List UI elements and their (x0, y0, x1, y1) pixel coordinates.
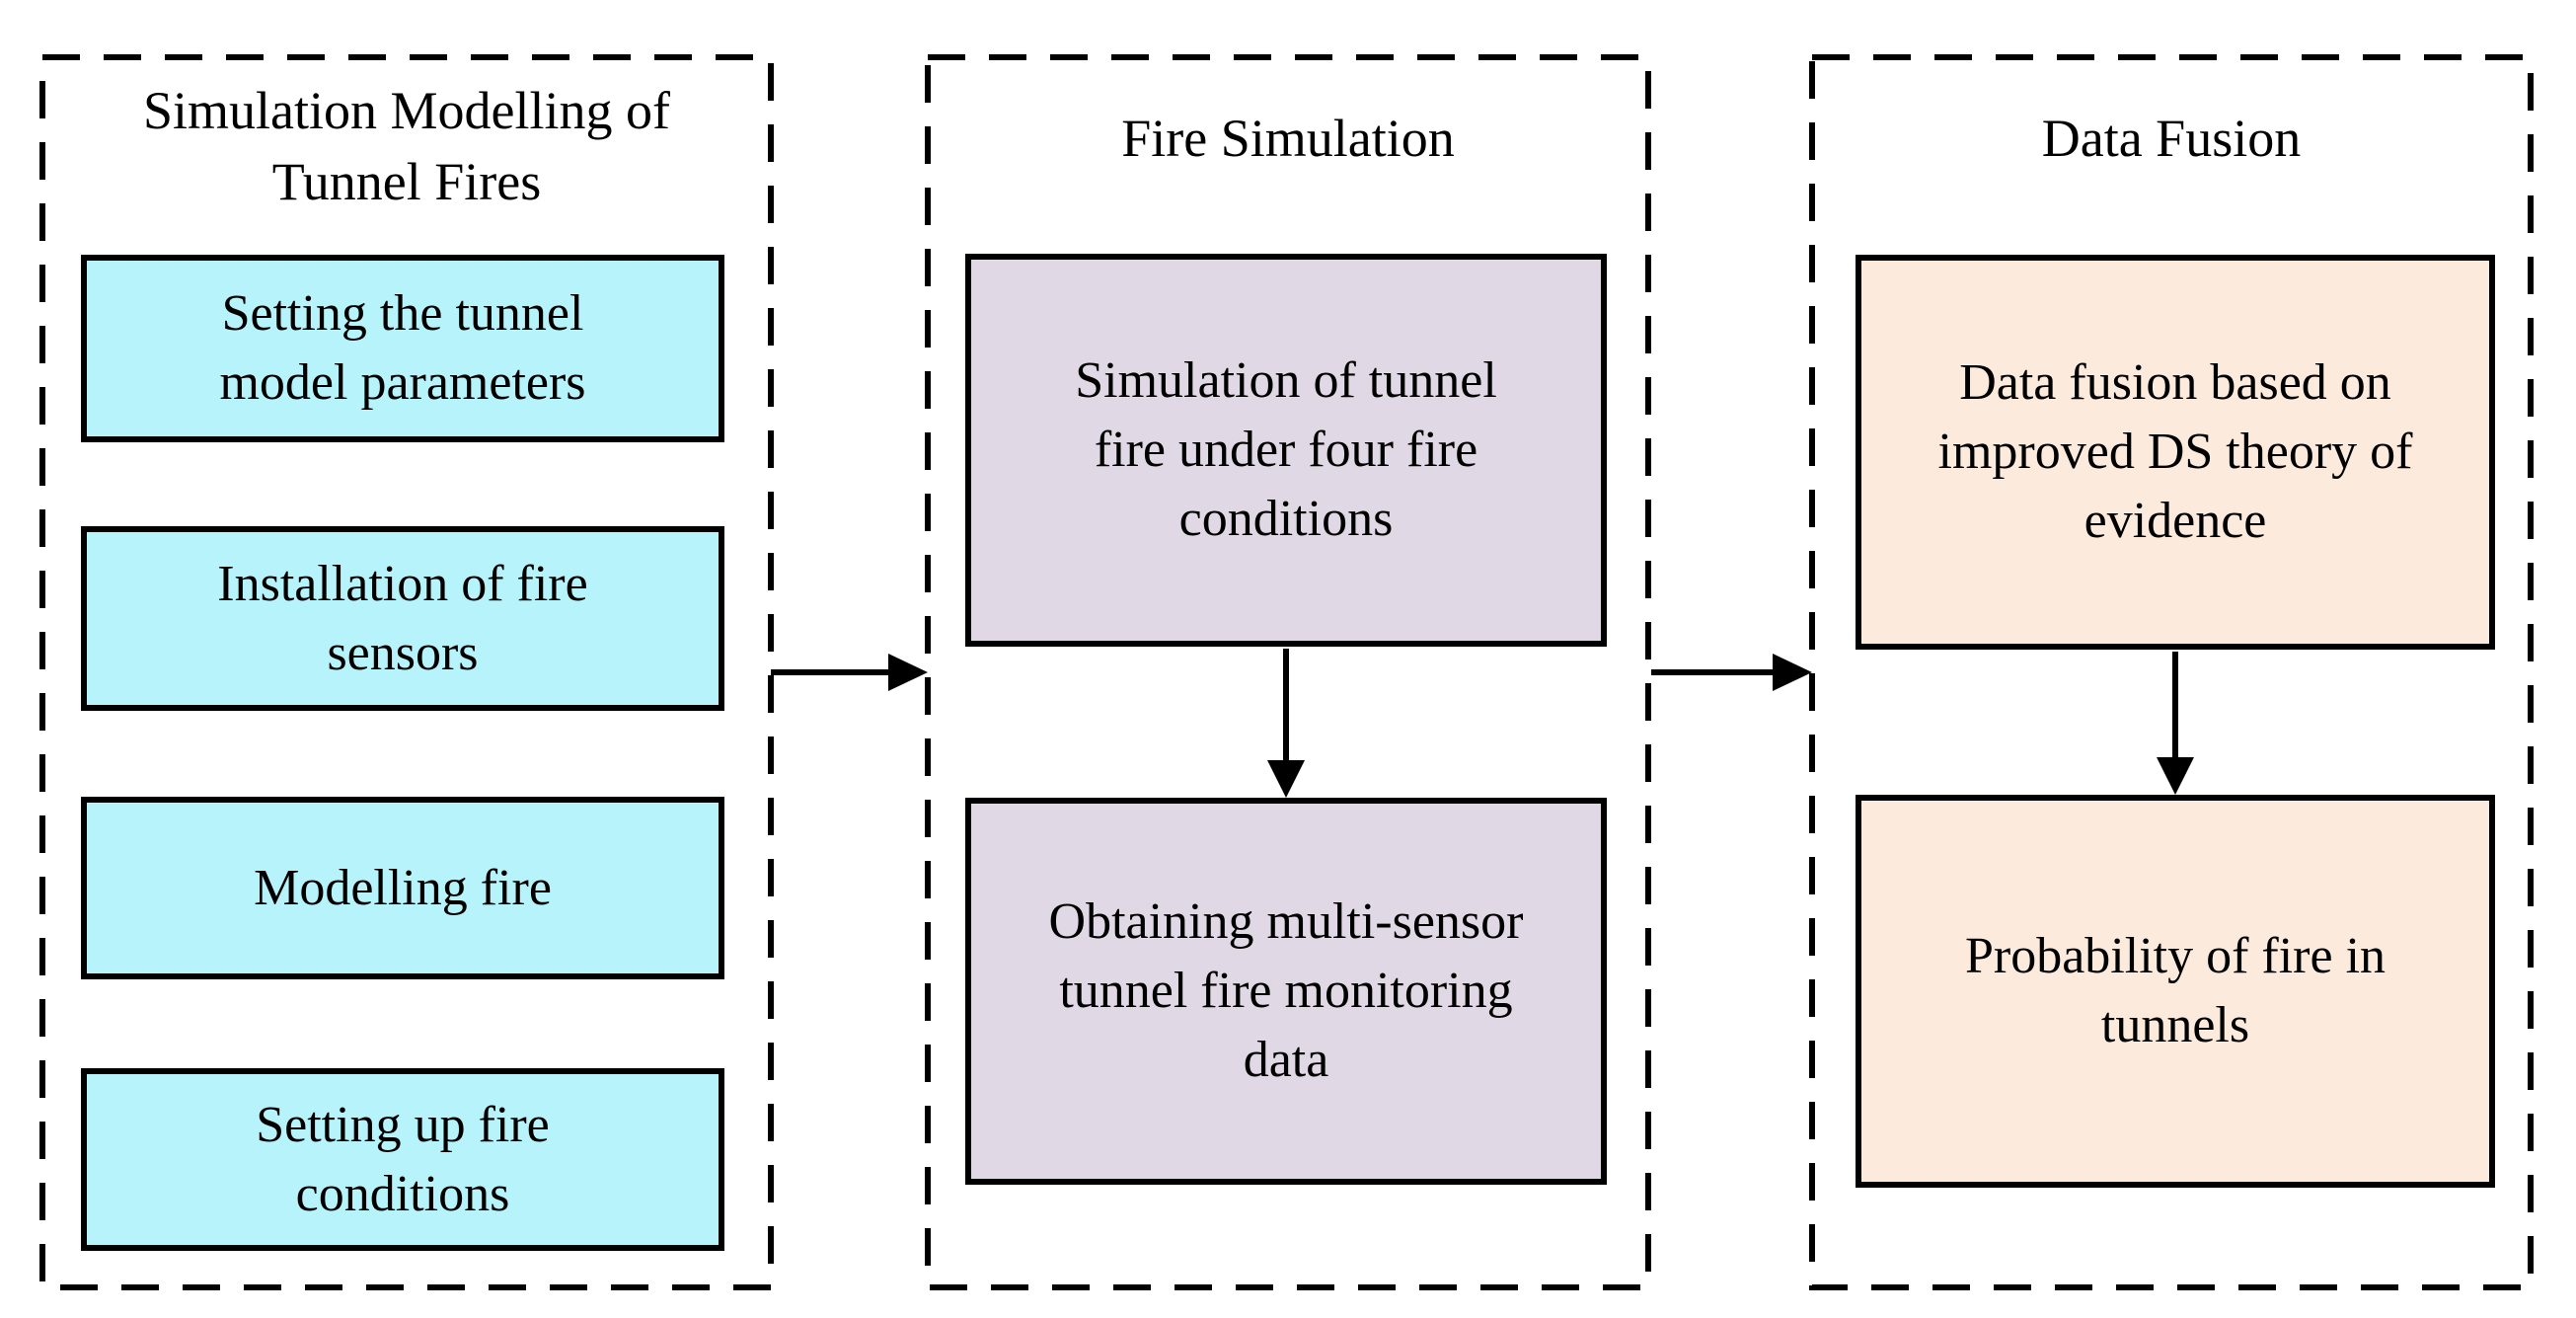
column-title-data-fusion: Data Fusion (2041, 109, 2302, 168)
arrow-modelling-to-simulation-icon (771, 654, 928, 691)
flow-box-probability-of-fire-in-tunnels: Probability of fire in tunnels (1856, 795, 2495, 1188)
flow-box-simulation-four-fire-conditions: Simulation of tunnel fire under four fir… (965, 254, 1607, 647)
flow-box-setting-up-fire-conditions: Setting up fire conditions (81, 1068, 724, 1251)
arrow-fusion-box1-to-box2-icon (2157, 652, 2194, 795)
flow-box-multi-sensor-monitoring-data: Obtaining multi-sensor tunnel fire monit… (965, 798, 1607, 1185)
flow-box-modelling-fire: Modelling fire (81, 797, 724, 979)
arrow-simulation-to-fusion-icon (1651, 654, 1812, 691)
arrow-simulation-box1-to-box2-icon (1267, 649, 1305, 798)
column-title-simulation-modelling: Simulation Modelling of Tunnel Fires (143, 81, 670, 211)
flow-box-setting-tunnel-model-parameters: Setting the tunnel model parameters (81, 255, 724, 442)
flow-box-data-fusion-ds-theory: Data fusion based on improved DS theory … (1856, 255, 2495, 650)
flow-box-installation-of-fire-sensors: Installation of fire sensors (81, 526, 724, 711)
column-title-fire-simulation: Fire Simulation (1121, 109, 1455, 168)
